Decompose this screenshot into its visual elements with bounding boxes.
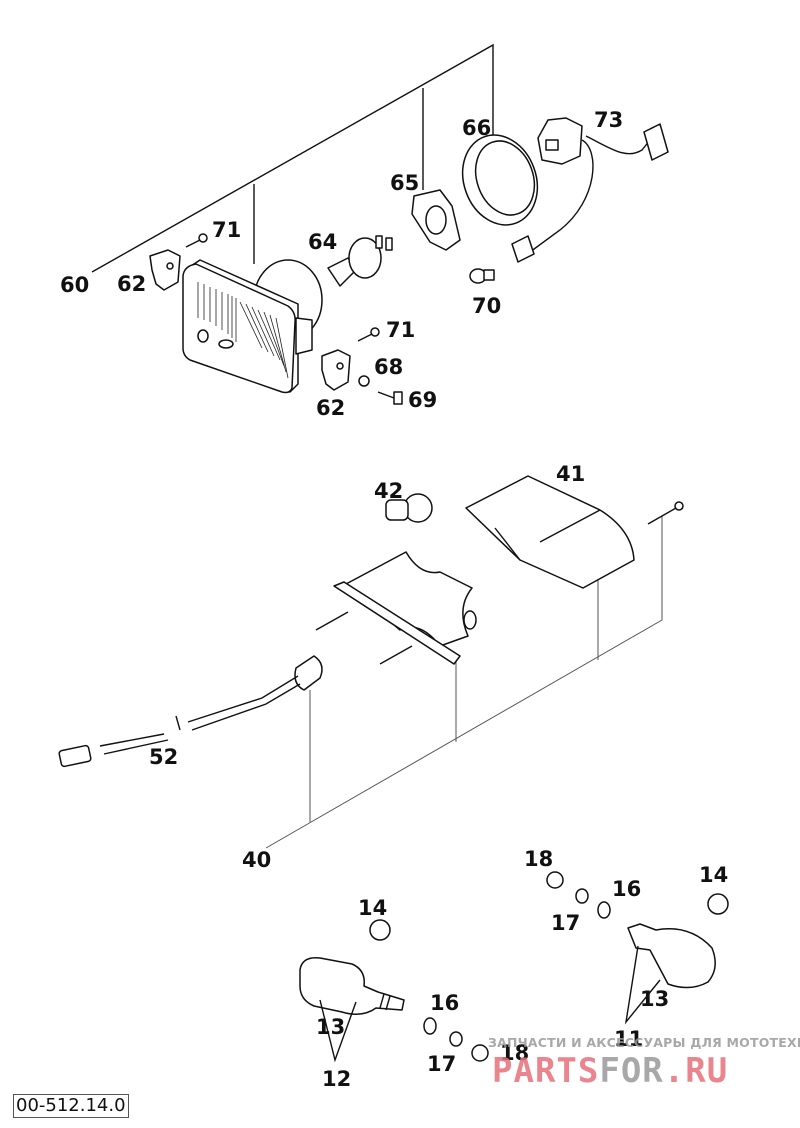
screw-71-lower bbox=[357, 327, 380, 342]
callout-69: 69 bbox=[408, 388, 437, 412]
headlight-housing bbox=[182, 259, 323, 394]
callout-62-lower: 62 bbox=[316, 396, 345, 420]
callout-41: 41 bbox=[556, 462, 585, 486]
callout-71-upper: 71 bbox=[212, 218, 241, 242]
callout-labels: 60 62 71 64 65 66 73 70 71 68 69 62 42 4… bbox=[60, 108, 728, 1091]
callout-71-lower: 71 bbox=[386, 318, 415, 342]
washer-16-right bbox=[597, 901, 611, 919]
callout-62-upper: 62 bbox=[117, 272, 146, 296]
headlight-group bbox=[91, 43, 669, 405]
diagram-reference-code: 00-512.14.0 bbox=[13, 1094, 129, 1118]
callout-66: 66 bbox=[462, 116, 491, 140]
taillight-bulb-42 bbox=[385, 493, 433, 523]
nut-18-right bbox=[546, 871, 564, 889]
bracket-62-upper bbox=[149, 249, 181, 291]
bracket-62-lower bbox=[321, 349, 351, 391]
callout-18-right: 18 bbox=[524, 847, 553, 871]
screw-71-upper bbox=[185, 233, 208, 248]
indicator-left-13 bbox=[299, 957, 405, 1015]
callout-60: 60 bbox=[60, 273, 89, 297]
callout-13-right: 13 bbox=[640, 987, 669, 1011]
taillight-screw bbox=[647, 501, 684, 525]
watermark-logo-parts: PARTS bbox=[492, 1051, 599, 1091]
callout-52: 52 bbox=[149, 745, 178, 769]
taillight-group bbox=[58, 475, 684, 849]
indicator-left-group bbox=[299, 919, 489, 1063]
wiring-harness-73 bbox=[511, 117, 669, 263]
washer-16-left bbox=[423, 1017, 437, 1035]
indicator-bulb-14-right bbox=[707, 893, 729, 915]
taillight-lens-41 bbox=[465, 475, 635, 589]
callout-42: 42 bbox=[374, 479, 403, 503]
washer-68 bbox=[358, 375, 370, 387]
callout-64: 64 bbox=[308, 230, 337, 254]
callout-16-right: 16 bbox=[612, 877, 641, 901]
retaining-ring-65 bbox=[411, 189, 461, 251]
indicator-right-group bbox=[546, 871, 729, 1025]
taillight-housing bbox=[315, 551, 477, 665]
callout-16-left: 16 bbox=[430, 991, 459, 1015]
lock-washer-17-right bbox=[575, 888, 589, 904]
rubber-cap-66 bbox=[461, 134, 539, 226]
watermark-logo: PARTSFOR.RU bbox=[492, 1051, 728, 1091]
callout-65: 65 bbox=[390, 171, 419, 195]
callout-14-right: 14 bbox=[699, 863, 728, 887]
leader-40 bbox=[265, 516, 663, 849]
callout-11: 11 bbox=[614, 1027, 643, 1051]
indicator-right-13 bbox=[627, 923, 716, 989]
watermark-tagline: ЗАПЧАСТИ И АКСЕССУАРЫ ДЛЯ МОТОТЕХНИКИ bbox=[488, 1035, 800, 1050]
callout-73: 73 bbox=[594, 108, 623, 132]
indicator-bulb-14-left bbox=[369, 919, 391, 941]
watermark: ЗАПЧАСТИ И АКСЕССУАРЫ ДЛЯ МОТОТЕХНИКИ PA… bbox=[488, 1035, 800, 1091]
callout-17-right: 17 bbox=[551, 911, 580, 935]
callout-14-left: 14 bbox=[358, 896, 387, 920]
parking-bulb-70 bbox=[469, 268, 495, 284]
nut-18-left bbox=[471, 1044, 489, 1062]
lock-washer-17-left bbox=[449, 1031, 463, 1047]
taillight-cable-52 bbox=[58, 655, 323, 768]
callout-12: 12 bbox=[322, 1067, 351, 1091]
callout-13-left: 13 bbox=[316, 1015, 345, 1039]
headlight-bulb-64 bbox=[327, 235, 393, 287]
watermark-logo-ru: .RU bbox=[664, 1051, 728, 1091]
callout-70: 70 bbox=[472, 294, 501, 318]
callout-40: 40 bbox=[242, 848, 271, 872]
watermark-logo-for: FOR bbox=[599, 1051, 663, 1091]
callout-18-left: 18 bbox=[500, 1041, 529, 1065]
callout-68: 68 bbox=[374, 355, 403, 379]
screw-69 bbox=[377, 391, 403, 405]
callout-17-left: 17 bbox=[427, 1052, 456, 1076]
